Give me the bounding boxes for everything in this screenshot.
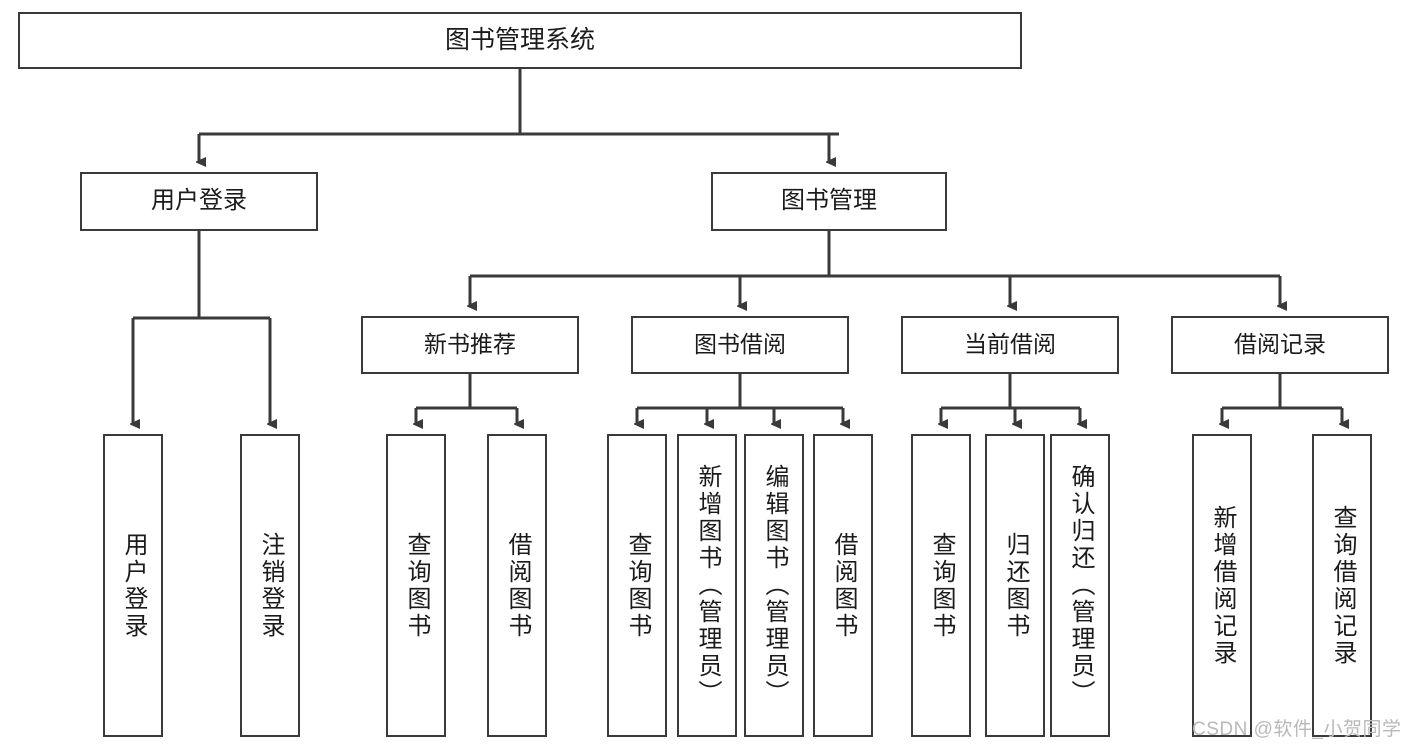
- node-new-book-rec[interactable]: 新书推荐: [361, 316, 579, 374]
- node-leaf-confirm-return[interactable]: 确认归还（管理员）: [1050, 434, 1110, 737]
- node-root[interactable]: 图书管理系统: [18, 12, 1022, 69]
- node-borrow-record-label: 借阅记录: [1234, 331, 1326, 358]
- node-book-borrow[interactable]: 图书借阅: [631, 316, 849, 374]
- node-leaf-user-login[interactable]: 用户登录: [103, 434, 163, 737]
- node-leaf-query-book-borrow[interactable]: 查询图书: [607, 434, 667, 737]
- node-leaf-borrow-book-rec[interactable]: 借阅图书: [487, 434, 547, 737]
- node-leaf-borrow-book-label: 借阅图书: [830, 531, 857, 640]
- node-leaf-user-logout-label: 注销登录: [257, 531, 284, 640]
- node-borrow-record[interactable]: 借阅记录: [1171, 316, 1389, 374]
- node-book-borrow-label: 图书借阅: [694, 331, 786, 358]
- node-leaf-query-book-rec[interactable]: 查询图书: [386, 434, 446, 737]
- node-leaf-borrow-book[interactable]: 借阅图书: [813, 434, 873, 737]
- node-leaf-edit-book-label: 编辑图书（管理员）: [761, 464, 788, 707]
- node-leaf-edit-book[interactable]: 编辑图书（管理员）: [744, 434, 804, 737]
- node-user-login-label: 用户登录: [151, 187, 247, 215]
- node-leaf-return-book-label: 归还图书: [1002, 531, 1029, 640]
- node-leaf-return-book[interactable]: 归还图书: [985, 434, 1045, 737]
- node-leaf-add-book[interactable]: 新增图书（管理员）: [677, 434, 737, 737]
- node-leaf-confirm-return-label: 确认归还（管理员）: [1067, 464, 1094, 707]
- node-current-borrow-label: 当前借阅: [964, 331, 1056, 358]
- node-leaf-query-record[interactable]: 查询借阅记录: [1312, 434, 1372, 737]
- node-book-manage-label: 图书管理: [781, 187, 877, 215]
- node-current-borrow[interactable]: 当前借阅: [901, 316, 1119, 374]
- node-leaf-query-record-label: 查询借阅记录: [1329, 504, 1356, 667]
- node-user-login[interactable]: 用户登录: [80, 172, 318, 231]
- node-book-manage[interactable]: 图书管理: [711, 172, 947, 231]
- node-leaf-add-record-label: 新增借阅记录: [1209, 504, 1236, 667]
- watermark-text: CSDN @软件_小贺同学: [1192, 719, 1402, 740]
- node-leaf-query-book-rec-label: 查询图书: [403, 531, 430, 640]
- node-leaf-borrow-book-rec-label: 借阅图书: [504, 531, 531, 640]
- node-leaf-query-book-cur[interactable]: 查询图书: [911, 434, 971, 737]
- node-leaf-query-book-borrow-label: 查询图书: [624, 531, 651, 640]
- node-leaf-user-logout[interactable]: 注销登录: [240, 434, 300, 737]
- node-leaf-query-book-cur-label: 查询图书: [928, 531, 955, 640]
- node-leaf-user-login-label: 用户登录: [120, 531, 147, 640]
- node-root-label: 图书管理系统: [444, 25, 595, 54]
- node-leaf-add-book-label: 新增图书（管理员）: [694, 464, 721, 707]
- node-new-book-rec-label: 新书推荐: [424, 331, 516, 358]
- node-leaf-add-record[interactable]: 新增借阅记录: [1192, 434, 1252, 737]
